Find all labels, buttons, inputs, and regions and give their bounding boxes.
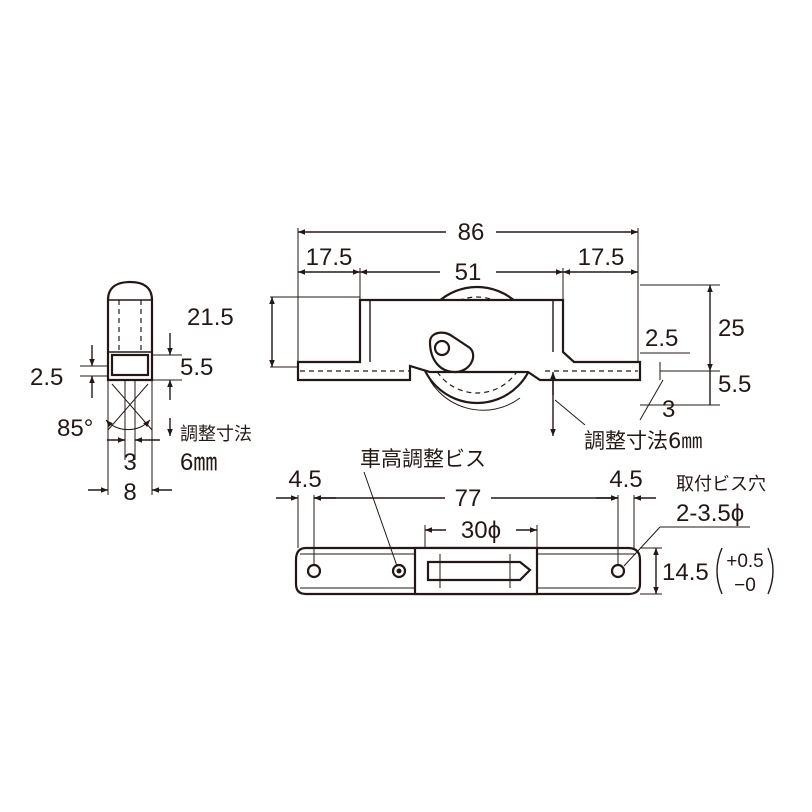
height-screw-label: 車高調整ビス <box>360 447 486 471</box>
mount-hole-right <box>610 563 626 579</box>
depth-dim: 14.5 <box>662 559 709 586</box>
side-dim-3: 3 <box>123 449 136 476</box>
front-view: 86 17.5 51 17.5 21.5 25 5.5 2.5 3 調整寸法6㎜ <box>187 218 751 453</box>
adjust-label-right: 調整寸法6㎜ <box>584 429 702 453</box>
wheel-adjust-arc <box>424 369 521 411</box>
side-slot <box>110 353 150 377</box>
dim-2-5-right: 2.5 <box>645 325 678 352</box>
bottom-dim-4-5-left: 4.5 <box>288 466 321 493</box>
dim-17-5-right: 17.5 <box>578 244 625 271</box>
bottom-dim-4-5-right: 4.5 <box>609 466 642 493</box>
side-view: 2.5 5.5 85° 調整寸法 6㎜ 3 8 <box>30 280 252 506</box>
dim-3-right: 3 <box>662 396 675 423</box>
wheel-top <box>426 560 532 582</box>
axle-pin <box>433 339 451 357</box>
side-adjust-mm: 6㎜ <box>180 449 217 476</box>
side-dim-8: 8 <box>123 479 136 506</box>
dim-21-5: 21.5 <box>187 304 234 331</box>
bottom-view: 4.5 77 4.5 30ϕ 車高調整ビス 取付ビス穴 2-3.5ϕ 14.5 … <box>276 447 774 596</box>
bottom-dim-77: 77 <box>455 485 482 512</box>
mount-hole-label: 取付ビス穴 <box>676 474 766 495</box>
bottom-dim-30: 30ϕ <box>461 517 501 544</box>
dim-25: 25 <box>718 315 745 342</box>
dim-51: 51 <box>455 259 482 286</box>
mount-hole-left <box>306 563 322 579</box>
dim-5-5-right: 5.5 <box>718 371 751 398</box>
side-angle: 85° <box>57 415 93 442</box>
depth-tol-minus: −0 <box>734 575 756 596</box>
side-adjust-label: 調整寸法 <box>180 424 252 445</box>
dim-86: 86 <box>458 219 485 246</box>
mount-hole-size: 2-3.5ϕ <box>676 500 744 527</box>
bracket-body <box>296 298 642 382</box>
side-dim-2-5: 2.5 <box>30 364 63 391</box>
side-dim-5-5: 5.5 <box>180 354 213 381</box>
depth-tol-plus: +0.5 <box>726 551 764 572</box>
dim-17-5-left: 17.5 <box>306 244 353 271</box>
